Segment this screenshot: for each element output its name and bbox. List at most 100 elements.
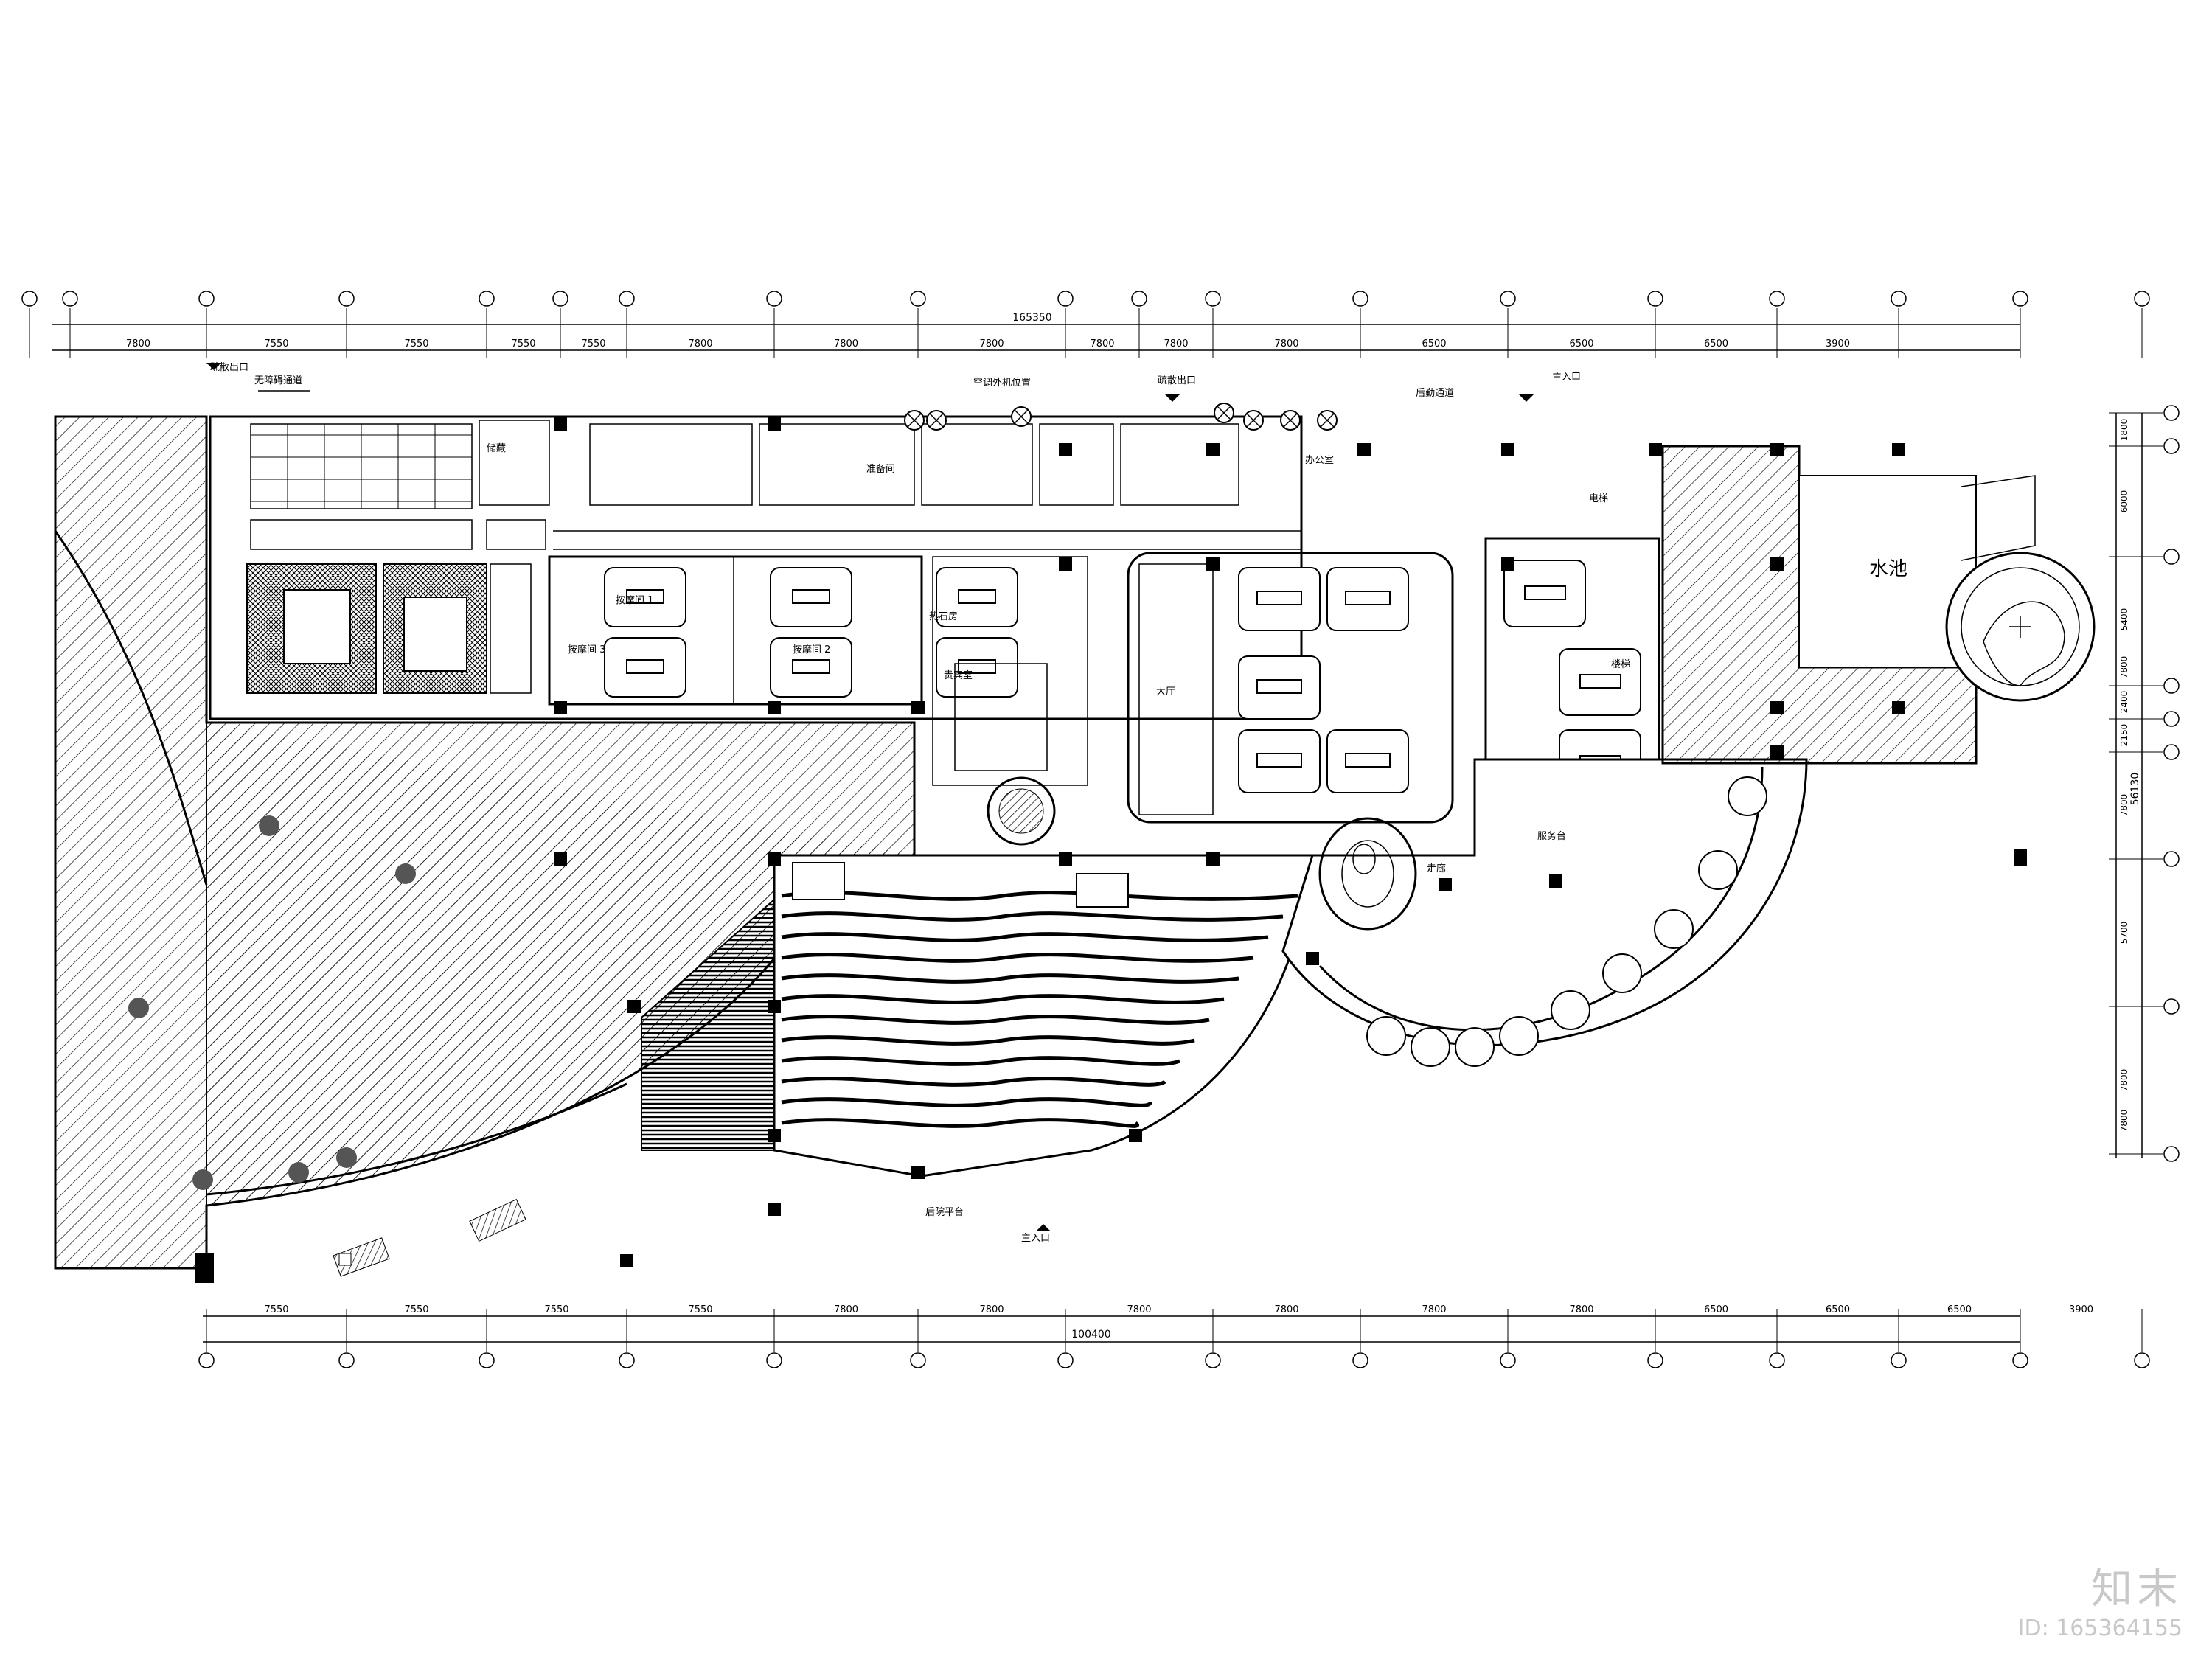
right-dimension-value: 7800 (2119, 656, 2129, 679)
column (1770, 443, 1784, 456)
top-dimension-value: 7800 (1090, 338, 1114, 349)
wave-line (781, 891, 1298, 901)
column (554, 701, 567, 714)
massage-bed (1579, 674, 1621, 689)
column (1501, 557, 1514, 571)
axis-bubble (1647, 1352, 1663, 1368)
column (1770, 557, 1784, 571)
axis-bubble (2163, 851, 2180, 867)
label-prep: 准备间 (866, 463, 895, 475)
bottom-dimension-value: 7800 (979, 1304, 1004, 1315)
axis-bubble (1891, 291, 1907, 307)
column (627, 1000, 641, 1013)
axis-bubble (910, 1352, 926, 1368)
column (768, 417, 781, 431)
wave-line (781, 994, 1225, 1004)
hvac-fan-blade (929, 413, 944, 428)
column (1549, 874, 1562, 888)
axis-bubble (1205, 1352, 1221, 1368)
label-massage1: 按摩间 1 (616, 594, 653, 606)
spa-pod (1499, 1016, 1539, 1056)
bottom-dimension-value: 7800 (834, 1304, 858, 1315)
label-massage2: 按摩间 2 (793, 644, 830, 655)
wave-line (781, 932, 1269, 942)
right-dimension-value: 7800 (2119, 1110, 2129, 1133)
right-dimension-value: 2400 (2119, 691, 2129, 714)
building-main (209, 415, 1660, 846)
axis-bubble (552, 291, 568, 307)
axis-bubble (1500, 291, 1516, 307)
bottom-dimension-value: 7800 (1422, 1304, 1446, 1315)
spa-pod (1411, 1027, 1450, 1067)
top-dimension-value: 7800 (688, 338, 712, 349)
column (1439, 878, 1452, 891)
column (1770, 701, 1784, 714)
axis-bubble (2134, 291, 2150, 307)
column (768, 852, 781, 866)
top-dimension-value: 7550 (264, 338, 288, 349)
label-stair: 楼梯 (1611, 659, 1630, 670)
label-hvac-platform: 空调外机位置 (973, 378, 1031, 389)
wave-line (781, 1015, 1210, 1025)
label-entry2: 疏散出口 (1158, 375, 1196, 386)
axis-bubble (766, 291, 782, 307)
column (1059, 443, 1072, 456)
wave-line (781, 1097, 1152, 1107)
axis-bubble (198, 1352, 215, 1368)
bottom-dimension-value: 7550 (688, 1304, 712, 1315)
column (1206, 443, 1220, 456)
top-dimension-value: 3900 (1826, 338, 1850, 349)
bottom-dimension-value: 7800 (1127, 1304, 1151, 1315)
massage-bed (1345, 591, 1391, 605)
right-dimension-value: 7800 (2119, 1069, 2129, 1092)
label-storage: 储藏 (487, 443, 506, 454)
massage-bed (958, 589, 996, 604)
axis-bubble (1057, 1352, 1074, 1368)
label-main-entry: 主入口 (1552, 372, 1581, 383)
column (1059, 557, 1072, 571)
bottom-dimension-value: 7800 (1569, 1304, 1593, 1315)
right-dimension-value: 2150 (2119, 724, 2129, 747)
axis-bubble (62, 291, 78, 307)
axis-bubble (2163, 744, 2180, 760)
label-hot-room: 热石房 (929, 611, 958, 622)
bottom-dimension-value: 7800 (1274, 1304, 1298, 1315)
terrace (1661, 445, 2096, 765)
axis-bubble (1891, 1352, 1907, 1368)
column (768, 1203, 781, 1216)
wave-line (781, 911, 1284, 922)
massage-bed (792, 659, 830, 674)
bottom-dimension-value: 7550 (404, 1304, 428, 1315)
axis-bubble (2163, 1146, 2180, 1162)
hvac-fan-blade (1283, 413, 1298, 428)
bottom-dimension-value: 6500 (1947, 1304, 1972, 1315)
axis-bubble (2012, 1352, 2028, 1368)
label-center-hall: 大厅 (1156, 686, 1175, 698)
top-dimension-value: 7550 (581, 338, 605, 349)
axis-bubble (2163, 549, 2180, 565)
axis-bubble (1769, 1352, 1785, 1368)
axis-bubble (1500, 1352, 1516, 1368)
wave-line (781, 953, 1254, 963)
massage-bed (792, 589, 830, 604)
label-massage3: 按摩间 3 (568, 644, 605, 655)
column (554, 417, 567, 431)
axis-bubble (338, 1352, 355, 1368)
label-service-passage: 后勤通道 (1416, 388, 1454, 399)
label-entry1: 疏散出口 (210, 362, 248, 373)
axis-bubble (2012, 291, 2028, 307)
bottom-total-dimension: 100400 (1071, 1329, 1110, 1340)
axis-bubble (1057, 291, 1074, 307)
wave-garden (641, 854, 1314, 1178)
spa-fan (1281, 758, 1808, 1067)
column (1206, 852, 1220, 866)
label-corridor: 无障碍通道 (254, 375, 302, 386)
axis-bubble (2163, 711, 2180, 727)
spa-pod (1602, 953, 1642, 993)
column (2014, 852, 2027, 866)
axis-bubble (338, 291, 355, 307)
axis-bubble (1647, 291, 1663, 307)
axis-bubble (2163, 405, 2180, 421)
axis-bubble (766, 1352, 782, 1368)
